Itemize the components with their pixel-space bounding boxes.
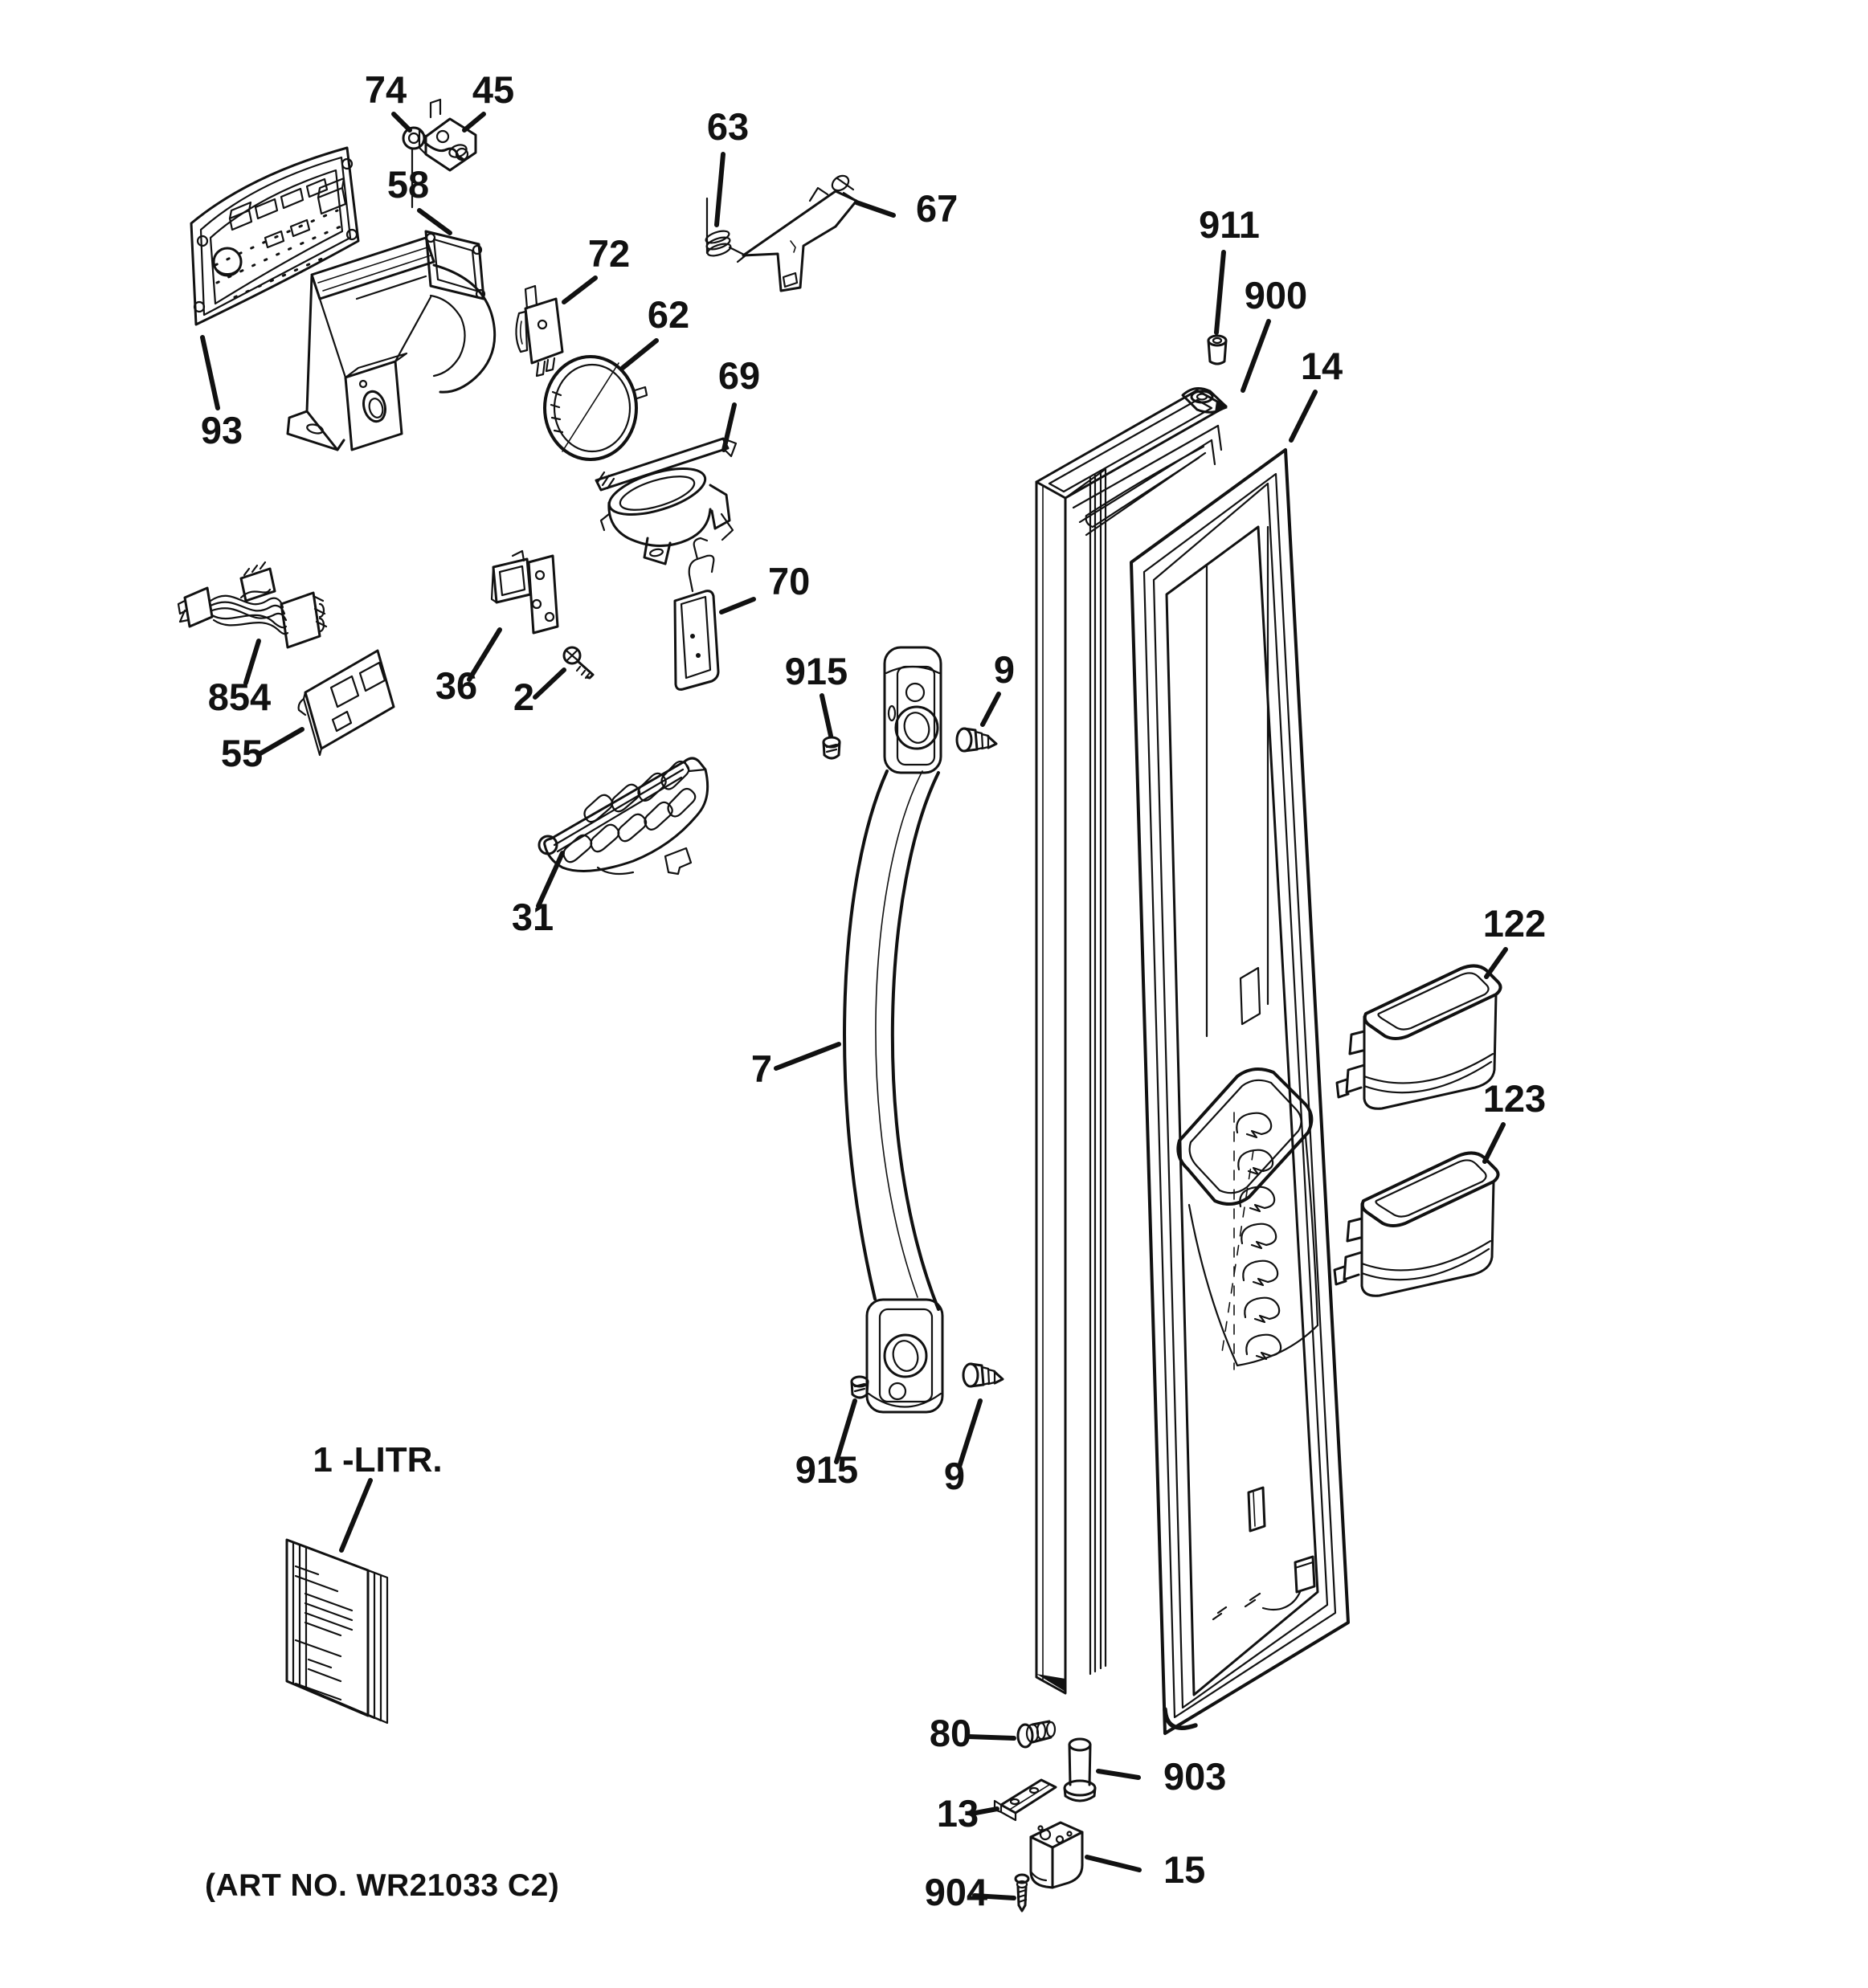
callout-label-13: 13 [937,1792,979,1835]
spring-63 [705,197,747,263]
callout-label-36: 36 [435,664,477,707]
callout-label-58: 58 [387,163,429,206]
callout-label-63: 63 [707,105,749,148]
callout-label-915-top: 915 [785,650,848,692]
callout-80: 80 [930,1712,1016,1754]
callout-label-2: 2 [513,676,534,718]
callout-911: 911 [1199,203,1260,335]
callout-label-74: 74 [365,68,407,111]
screw-2 [562,646,595,680]
callout-label-62: 62 [648,293,689,336]
set-screw-915-bottom [850,1375,869,1399]
callout-904: 904 [925,1871,1016,1913]
control-board-93 [190,146,360,326]
callout-label-70: 70 [768,560,810,602]
art-no-text: (ART NO. WR21033 C2) [205,1868,559,1903]
callout-label-903: 903 [1163,1755,1226,1798]
instruction-booklet [285,1538,389,1725]
callout-122: 122 [1483,902,1546,979]
callout-74: 74 [365,68,412,133]
retainer-ring-62 [543,355,648,461]
callout-label-72: 72 [588,232,630,275]
door-inner-liner [1165,525,1319,1696]
grommet-80 [1016,1720,1057,1749]
callout-45: 45 [462,68,514,133]
door-handle-7 [843,646,944,1414]
hinge-block-15 [1029,1821,1084,1889]
callout-label-123: 123 [1483,1077,1546,1120]
booklet-label: 1 -LITR. [313,1440,442,1480]
callout-123: 123 [1482,1077,1546,1164]
callout-label-67: 67 [916,187,958,230]
callout-label-9-bottom: 9 [944,1455,965,1497]
bracket-13 [993,1778,1057,1822]
shoulder-stud-9-top [955,727,998,753]
door-bin-122 [1335,964,1502,1111]
plug-911 [1207,334,1228,365]
callout-label-93: 93 [201,409,243,451]
door-bin-123 [1333,1151,1500,1298]
callout-label-915-bottom: 915 [795,1448,858,1491]
callout-label-31: 31 [512,896,554,938]
callout-booklet: 1 -LITR. [313,1440,443,1553]
callout-854: 854 [208,639,271,718]
callout-915-top: 915 [785,650,848,738]
callout-label-45: 45 [472,68,514,111]
callout-55: 55 [221,727,305,774]
callout-9-bottom: 9 [944,1398,983,1497]
callout-14: 14 [1289,345,1343,443]
callout-7: 7 [751,1042,841,1090]
callout-72: 72 [562,232,630,304]
callout-label-55: 55 [221,732,263,774]
callout-63: 63 [707,105,749,227]
screw-904 [1014,1873,1030,1912]
switch-72 [515,284,564,378]
callout-label-904: 904 [925,1871,987,1913]
callout-67: 67 [854,187,958,230]
callout-2: 2 [513,667,566,718]
callout-31: 31 [512,851,565,938]
callout-69: 69 [718,354,760,452]
callout-903: 903 [1096,1755,1226,1798]
callout-label-7: 7 [751,1047,772,1090]
callout-93: 93 [200,335,243,451]
freezer-door-panel-900 [1035,386,1228,1695]
callouts: 74 45 63 67 58 72 62 69 93 854 36 2 55 7… [200,68,1546,1913]
callout-62: 62 [620,293,689,370]
callout-label-69: 69 [718,354,760,397]
door-gasket-14 [1130,448,1350,1735]
drip-tray-31 [538,757,709,876]
dispenser-lever-67 [742,174,858,292]
callout-label-854: 854 [208,676,271,718]
hinge-pin-903 [1063,1737,1097,1802]
callout-900: 900 [1241,274,1307,393]
callout-label-911: 911 [1199,203,1260,246]
callout-13: 13 [937,1792,999,1835]
callout-70: 70 [719,560,810,614]
switch-plate-55 [297,649,395,757]
set-screw-915-top [822,736,841,760]
callout-label-9-top: 9 [994,648,1015,691]
ice-chute-69 [595,437,738,565]
bracket-plate-45 [418,98,477,172]
callout-58: 58 [387,163,452,235]
chute-door-70 [673,537,720,691]
callout-label-15: 15 [1163,1848,1205,1891]
callout-label-900: 900 [1245,274,1307,316]
callout-label-14: 14 [1301,345,1343,387]
bracket-36 [490,549,559,635]
shoulder-stud-9-bottom [962,1362,1004,1388]
callout-label-122: 122 [1483,902,1546,945]
callout-915-bottom: 915 [795,1398,858,1491]
callout-9-top: 9 [980,648,1015,727]
callout-label-80: 80 [930,1712,971,1754]
callout-36: 36 [435,627,502,707]
callout-15: 15 [1085,1848,1205,1891]
wire-harness-854 [177,561,328,649]
duct-housing-58 [286,230,497,451]
